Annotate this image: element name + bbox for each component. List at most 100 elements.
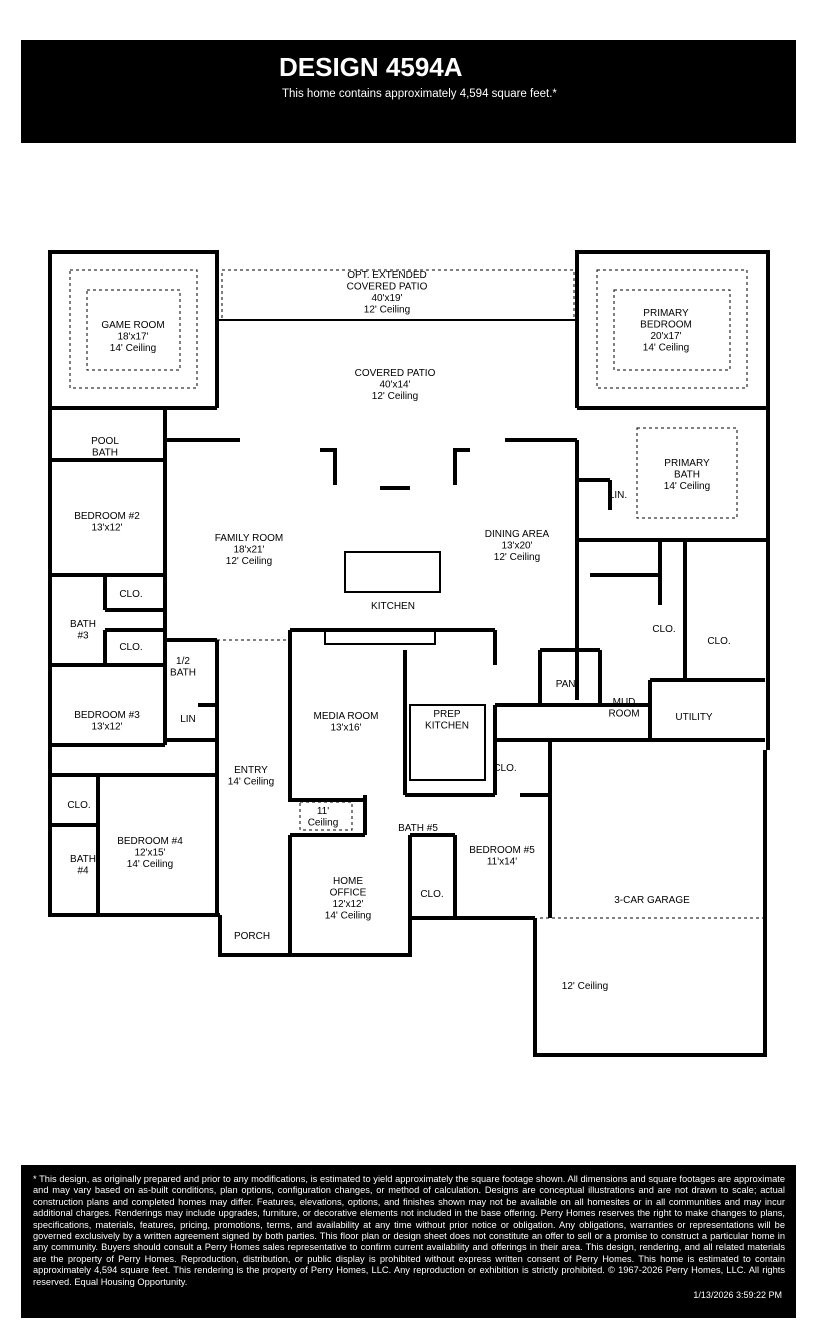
room-label-line: 14' Ceiling bbox=[643, 343, 689, 354]
room-label-line: CLO. bbox=[652, 624, 675, 635]
room-label-bath-5: BATH #5 bbox=[398, 823, 438, 834]
room-label-line: LIN bbox=[180, 714, 196, 725]
room-label-line: PAN. bbox=[556, 679, 579, 690]
room-label-line: 40'x19' bbox=[371, 293, 402, 304]
room-label-line: 12' Ceiling bbox=[562, 981, 608, 992]
room-label-line: 14' Ceiling bbox=[664, 481, 710, 492]
room-label-garage-ceiling-note: 12' Ceiling bbox=[562, 981, 608, 992]
room-label-line: KITCHEN bbox=[425, 721, 469, 732]
kitchen-island bbox=[324, 551, 486, 781]
room-label-porch: PORCH bbox=[234, 931, 270, 942]
room-label-line: UTILITY bbox=[675, 712, 713, 723]
room-label-hall-closet: CLO. bbox=[493, 763, 516, 774]
room-label-kitchen: KITCHEN bbox=[371, 601, 415, 612]
room-label-line: PORCH bbox=[234, 931, 270, 942]
room-label-line: 12' Ceiling bbox=[364, 305, 410, 316]
room-label-line: CLO. bbox=[119, 589, 142, 600]
room-label-line: CLO. bbox=[493, 763, 516, 774]
room-label-line: KITCHEN bbox=[371, 601, 415, 612]
room-label-line: BATH bbox=[674, 470, 700, 481]
room-label-line: BEDROOM #5 bbox=[469, 845, 535, 856]
room-label-line: BATH bbox=[70, 854, 96, 865]
room-label-line: HOME bbox=[333, 876, 363, 887]
room-label-three-car-garage: 3-CAR GARAGE bbox=[614, 895, 690, 906]
room-label-line: MEDIA ROOM bbox=[313, 711, 378, 722]
room-label-line: 12' Ceiling bbox=[372, 391, 418, 402]
room-label-line: 12' Ceiling bbox=[494, 552, 540, 563]
room-label-bath-3: BATH#3 bbox=[70, 619, 96, 642]
room-label-line: DINING AREA bbox=[485, 529, 550, 540]
room-label-line: PREP bbox=[433, 709, 461, 720]
room-label-line: PRIMARY bbox=[643, 308, 689, 319]
room-label-line: PRIMARY bbox=[664, 458, 710, 469]
room-label-line: 14' Ceiling bbox=[228, 777, 274, 788]
room-label-utility: UTILITY bbox=[675, 712, 713, 723]
room-label-line: GAME ROOM bbox=[101, 320, 164, 331]
room-label-primary-closet-2: CLO. bbox=[707, 636, 730, 647]
room-label-line: CLO. bbox=[707, 636, 730, 647]
room-label-line: 14' Ceiling bbox=[325, 911, 371, 922]
room-label-line: 13'x16' bbox=[330, 723, 361, 734]
room-label-line: CLO. bbox=[67, 800, 90, 811]
room-label-line: COVERED PATIO bbox=[347, 282, 428, 293]
footer-disclaimer-box: * This design, as originally prepared an… bbox=[21, 1165, 796, 1318]
room-label-primary-linen: LIN. bbox=[609, 490, 627, 501]
room-label-bedroom-4-closet: CLO. bbox=[67, 800, 90, 811]
room-label-line: BEDROOM #3 bbox=[74, 710, 140, 721]
room-label-line: 13'x12' bbox=[91, 523, 122, 534]
room-label-line: BATH bbox=[92, 448, 118, 459]
design-title: DESIGN 4594A bbox=[279, 52, 463, 82]
header-banner: DESIGN 4594A This home contains approxim… bbox=[21, 40, 796, 143]
room-label-hall-linen: LIN bbox=[180, 714, 196, 725]
room-label-line: ROOM bbox=[608, 709, 639, 720]
room-label-line: BATH #5 bbox=[398, 823, 438, 834]
room-label-line: #3 bbox=[77, 631, 89, 642]
room-label-bedroom-3-closet: CLO. bbox=[119, 642, 142, 653]
room-label-line: BEDROOM #2 bbox=[74, 511, 140, 522]
room-label-line: 12'x15' bbox=[134, 848, 165, 859]
room-label-line: CLO. bbox=[420, 889, 443, 900]
room-label-line: 1/2 bbox=[176, 656, 190, 667]
room-label-line: 11'x14' bbox=[487, 857, 517, 868]
room-label-line: ENTRY bbox=[234, 765, 268, 776]
disclaimer-text: * This design, as originally prepared an… bbox=[33, 1174, 785, 1287]
room-label-bedroom-5-closet: CLO. bbox=[420, 889, 443, 900]
room-label-line: 14' Ceiling bbox=[127, 859, 173, 870]
room-label-line: FAMILY ROOM bbox=[215, 533, 284, 544]
room-label-line: MUD bbox=[613, 697, 636, 708]
room-label-pantry: PAN. bbox=[556, 679, 579, 690]
room-label-line: LIN. bbox=[609, 490, 627, 501]
room-label-line: BEDROOM bbox=[640, 320, 692, 331]
room-label-bath-4: BATH#4 bbox=[70, 854, 96, 877]
room-label-line: OFFICE bbox=[330, 888, 367, 899]
room-label-line: 12' Ceiling bbox=[226, 556, 272, 567]
room-label-line: 40'x14' bbox=[379, 380, 410, 391]
room-label-line: #4 bbox=[77, 866, 89, 877]
room-label-line: POOL bbox=[91, 436, 119, 447]
room-label-line: COVERED PATIO bbox=[355, 368, 436, 379]
room-label-line: 20'x17' bbox=[650, 331, 681, 342]
room-label-line: 11' bbox=[317, 806, 329, 817]
room-label-primary-closet-1: CLO. bbox=[652, 624, 675, 635]
room-label-bedroom-2-closet: CLO. bbox=[119, 589, 142, 600]
room-label-line: CLO. bbox=[119, 642, 142, 653]
room-label-line: BATH bbox=[170, 668, 196, 679]
room-label-line: 14' Ceiling bbox=[110, 343, 156, 354]
timestamp: 1/13/2026 3:59:22 PM bbox=[693, 1290, 782, 1300]
square-footage-subtitle: This home contains approximately 4,594 s… bbox=[282, 88, 557, 100]
